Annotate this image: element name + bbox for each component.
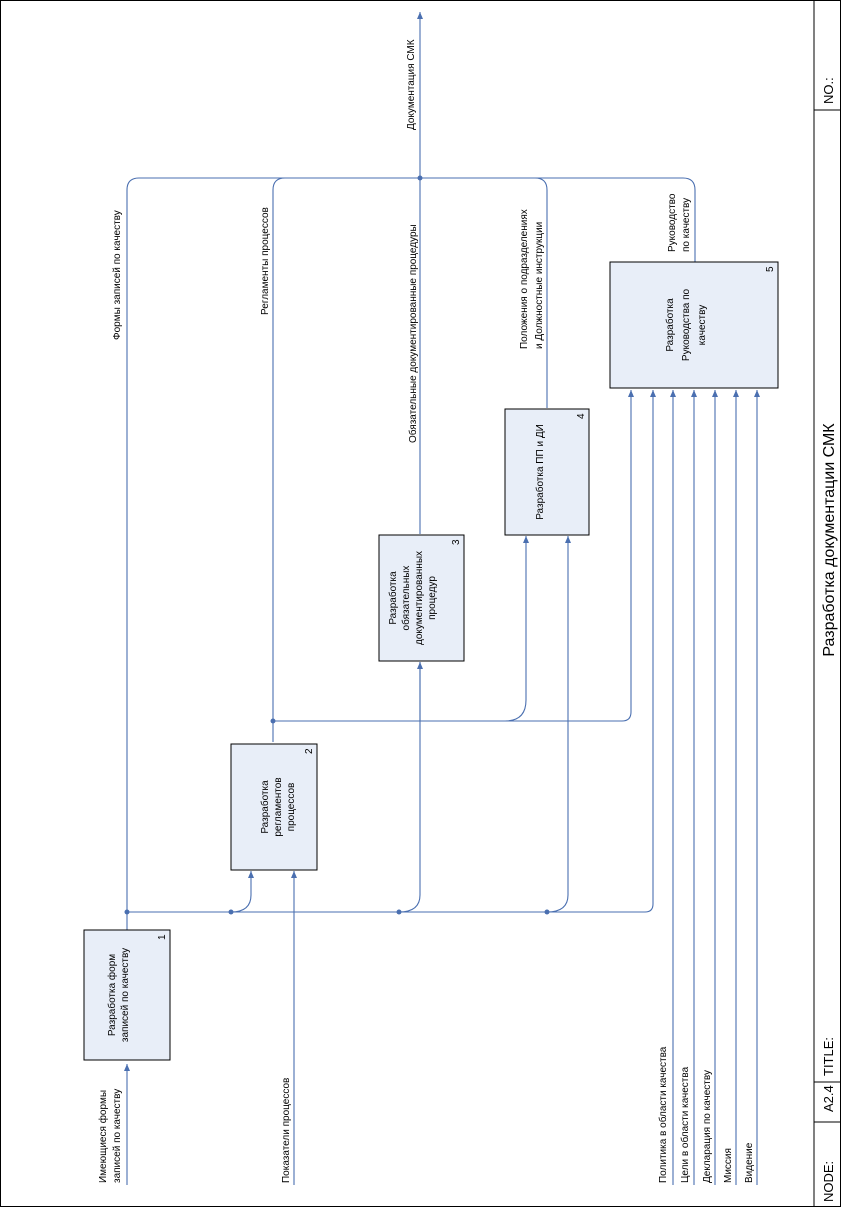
activity-box-3-line-4: процедур (427, 576, 438, 620)
label-vision: Видение (744, 1142, 755, 1183)
activity-box-2-line-3: процессов (286, 783, 297, 832)
activity-box-4-number: 4 (576, 413, 587, 419)
number-label: NO.: (821, 77, 836, 104)
label-existing-forms-2: записей по качеству (112, 1089, 123, 1183)
activity-box-4-line-1: Разработка ПП и ДИ (534, 424, 546, 520)
label-quality-declaration: Декларация по качеству (702, 1070, 713, 1183)
activity-box-3-line-3: документированных (414, 551, 425, 645)
activity-box-5-line-2: Руководства по (681, 288, 692, 361)
activity-box-1-line-2: записей по качеству (120, 948, 131, 1042)
label-process-indicators: Показатели процессов (281, 1078, 292, 1183)
label-quality-policy: Политика в области качества (657, 1046, 669, 1183)
title-label: TITLE: (821, 1037, 836, 1076)
arrow-lines (124, 12, 760, 1185)
node-label: NODE: (821, 1161, 836, 1202)
label-record-forms: Формы записей по качеству (112, 210, 123, 340)
activity-box-2-line-1: Разработка (259, 780, 271, 834)
label-quality-goals: Цели в области качества (679, 1066, 691, 1183)
label-quality-manual-2: по качеству (681, 198, 692, 252)
activity-box-1: Разработка форм записей по качеству 1 (83, 929, 171, 1061)
activity-box-3-line-1: Разработка (387, 571, 399, 625)
label-unit-regulations-1: Положения о подразделениях (519, 209, 530, 349)
label-qms-documentation: Документация СМК (406, 39, 417, 130)
activity-box-2: Разработка регламентов процессов 2 (230, 743, 318, 871)
activity-box-3-number: 3 (451, 539, 462, 545)
label-mandatory-procedures: Обязательные документированные процедуры (407, 224, 419, 443)
activity-box-2-number: 2 (304, 748, 315, 754)
activity-box-5-line-3: качеству (697, 305, 708, 345)
activity-box-1-number: 1 (157, 934, 168, 940)
label-existing-forms-1: Имеющиеся формы (97, 1090, 109, 1183)
diagram-title: Разработка документации СМК (821, 423, 838, 657)
activity-box-5: Разработка Руководства по качеству 5 (609, 261, 779, 389)
activity-box-3-line-2: обязательных (400, 566, 412, 631)
label-process-regulations: Регламенты процессов (260, 207, 271, 315)
activity-box-3: Разработка обязательных документированны… (378, 534, 465, 662)
label-quality-manual-1: Руководство (667, 193, 678, 252)
activity-box-2-line-2: регламентов (273, 777, 284, 836)
activity-box-1-line-1: Разработка форм (106, 954, 118, 1036)
activity-box-5-line-1: Разработка (664, 298, 676, 352)
label-unit-regulations-2: и Должностные инструкции (534, 222, 545, 349)
activity-box-5-number: 5 (765, 266, 776, 272)
label-mission: Миссия (723, 1148, 734, 1183)
node-value: A2.4 (821, 1085, 836, 1112)
activity-box-4: Разработка ПП и ДИ 4 (504, 408, 590, 536)
